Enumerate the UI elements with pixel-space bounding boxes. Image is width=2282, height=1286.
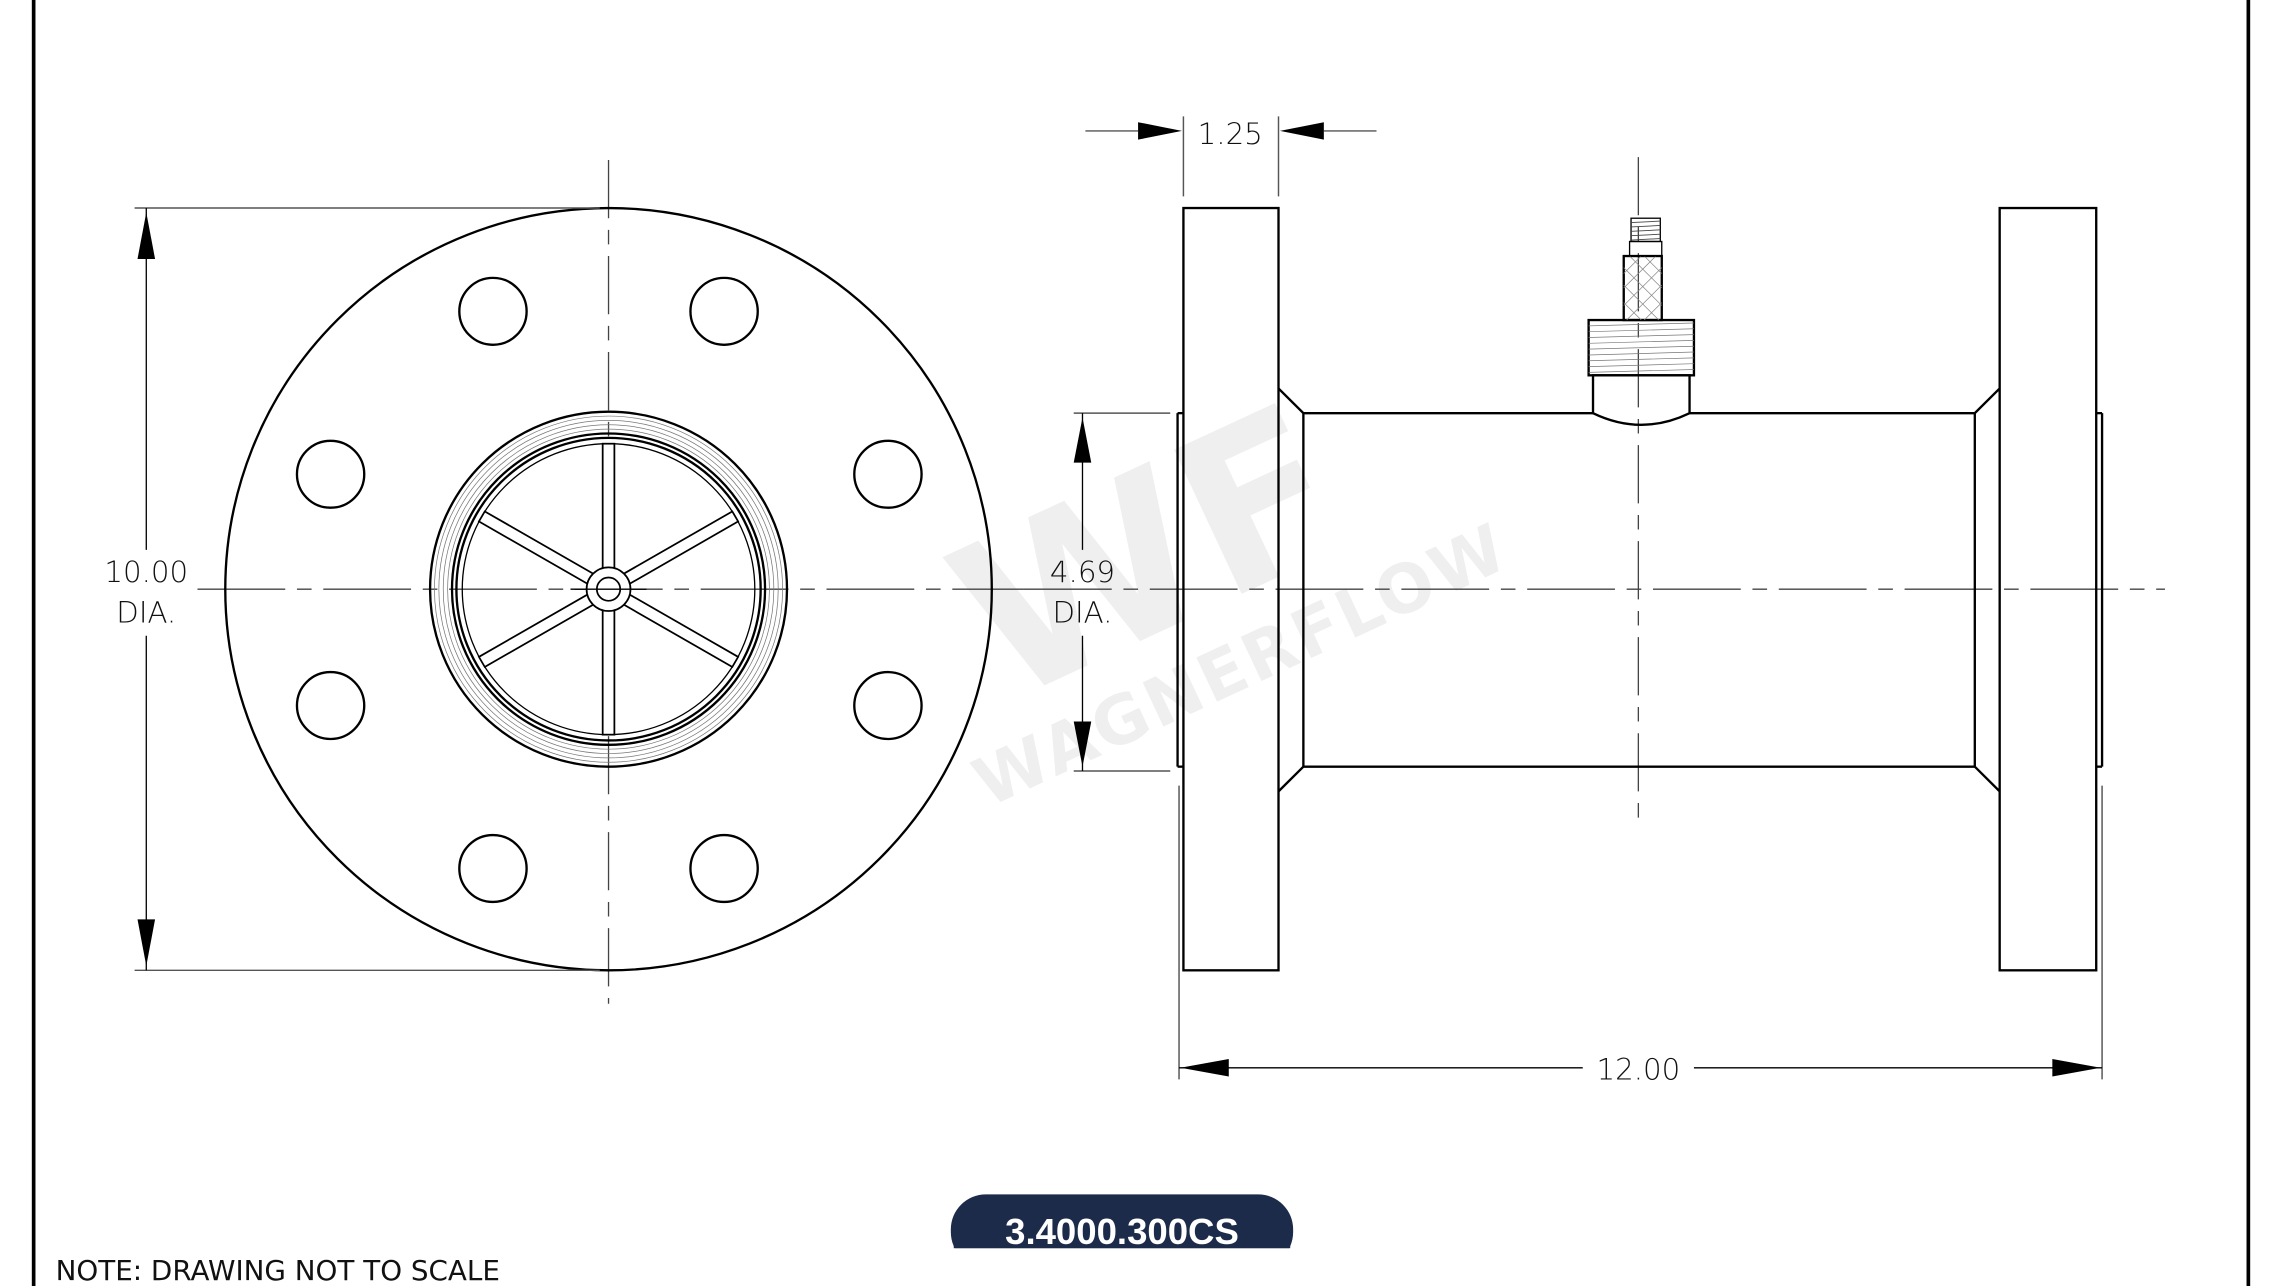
right-hub: [1973, 387, 2001, 793]
dimension-bore-diameter: 4.69 DIA.: [1050, 412, 1171, 772]
watermark: WF WAGNERFLOW: [918, 356, 1520, 822]
pickup-sensor: [1587, 217, 1696, 426]
svg-text:10.00: 10.00: [104, 555, 188, 589]
svg-text:1.25: 1.25: [1198, 117, 1263, 151]
scale-note: NOTE: DRAWING NOT TO SCALE: [56, 1254, 500, 1286]
svg-text:DIA.: DIA.: [1053, 596, 1113, 630]
front-view: 10.00 DIA.: [104, 160, 1024, 1004]
left-hub: [1277, 387, 1305, 793]
part-number: 3.4000.300CS: [1005, 1211, 1239, 1252]
svg-text:4.69: 4.69: [1050, 555, 1115, 589]
part-number-badge: 3.4000.300CS: [950, 1194, 1294, 1286]
left-flange: [1182, 206, 1280, 972]
flange-outline: [224, 206, 993, 972]
svg-text:DIA.: DIA.: [116, 596, 176, 630]
side-view: 1.25 4.69 DIA. 12.00: [1023, 116, 2165, 1087]
bolt-holes: [295, 276, 923, 904]
dimension-overall-length: 12.00: [1178, 785, 2103, 1087]
dimension-flange-diameter: 10.00 DIA.: [104, 207, 600, 972]
dimension-flange-thickness: 1.25: [1085, 116, 1377, 197]
right-flange: [1998, 206, 2098, 972]
svg-text:12.00: 12.00: [1597, 1053, 1681, 1087]
